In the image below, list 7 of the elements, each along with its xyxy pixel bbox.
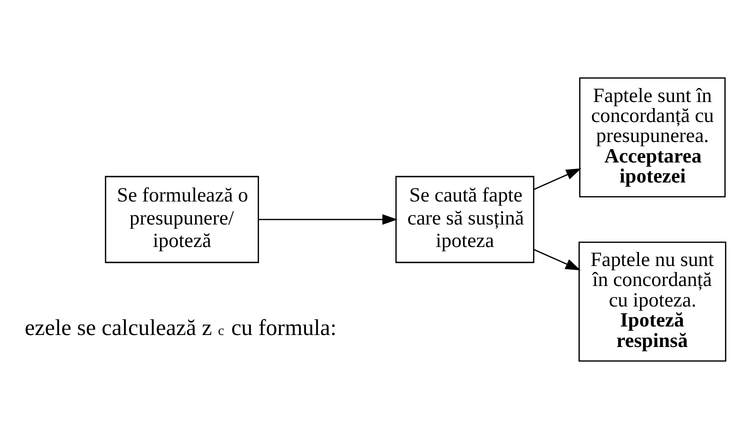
node-box: Faptele sunt în concordanță cu presupunerea. Acceptarea ipotezei <box>579 77 726 198</box>
arrow <box>258 214 398 225</box>
node-box: Se caută fapte care să susțină ipoteza <box>395 176 534 264</box>
arrow <box>534 168 582 190</box>
arrow <box>534 249 581 270</box>
node-box: Faptele nu sunt în concordanță cu ipoteza. Ipoteză respinsă <box>578 242 726 362</box>
node-box: Se formulează o presupunere/ ipoteză <box>104 176 259 264</box>
